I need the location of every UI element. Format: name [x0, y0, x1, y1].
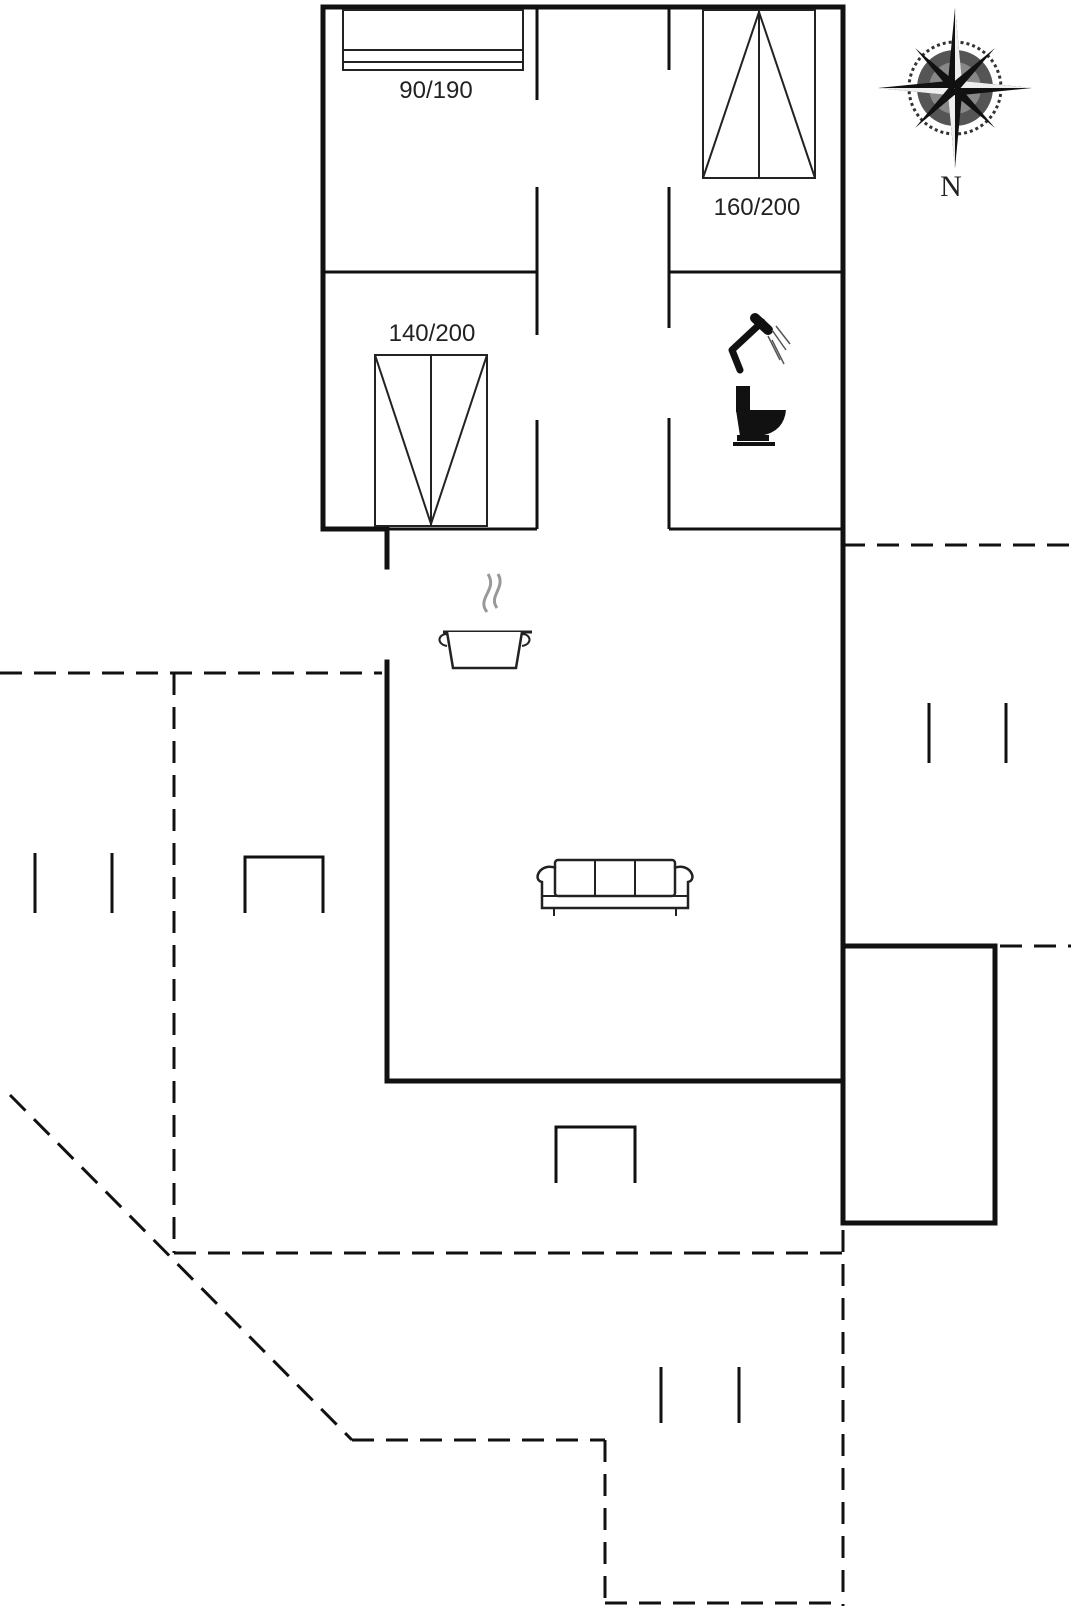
cooking-pot-icon — [438, 573, 532, 670]
outdoor-furniture — [33, 703, 1008, 1423]
shower-icon — [728, 313, 791, 374]
bed-140-200: 140/200 — [374, 320, 488, 528]
compass-rose-icon: N — [878, 8, 1032, 203]
bed-size-label: 90/190 — [399, 77, 472, 104]
exterior-walls — [320, 4, 998, 1226]
bed-160-200: 160/200 — [702, 8, 816, 221]
sofa-icon — [536, 858, 694, 916]
bed-size-label: 140/200 — [389, 320, 476, 347]
toilet-icon — [733, 386, 786, 446]
interior-walls — [323, 7, 843, 531]
north-label: N — [940, 170, 962, 203]
bed-90-190: 90/190 — [342, 9, 524, 104]
bed-size-label: 160/200 — [714, 194, 801, 221]
terrace-outlines — [0, 543, 1071, 1606]
